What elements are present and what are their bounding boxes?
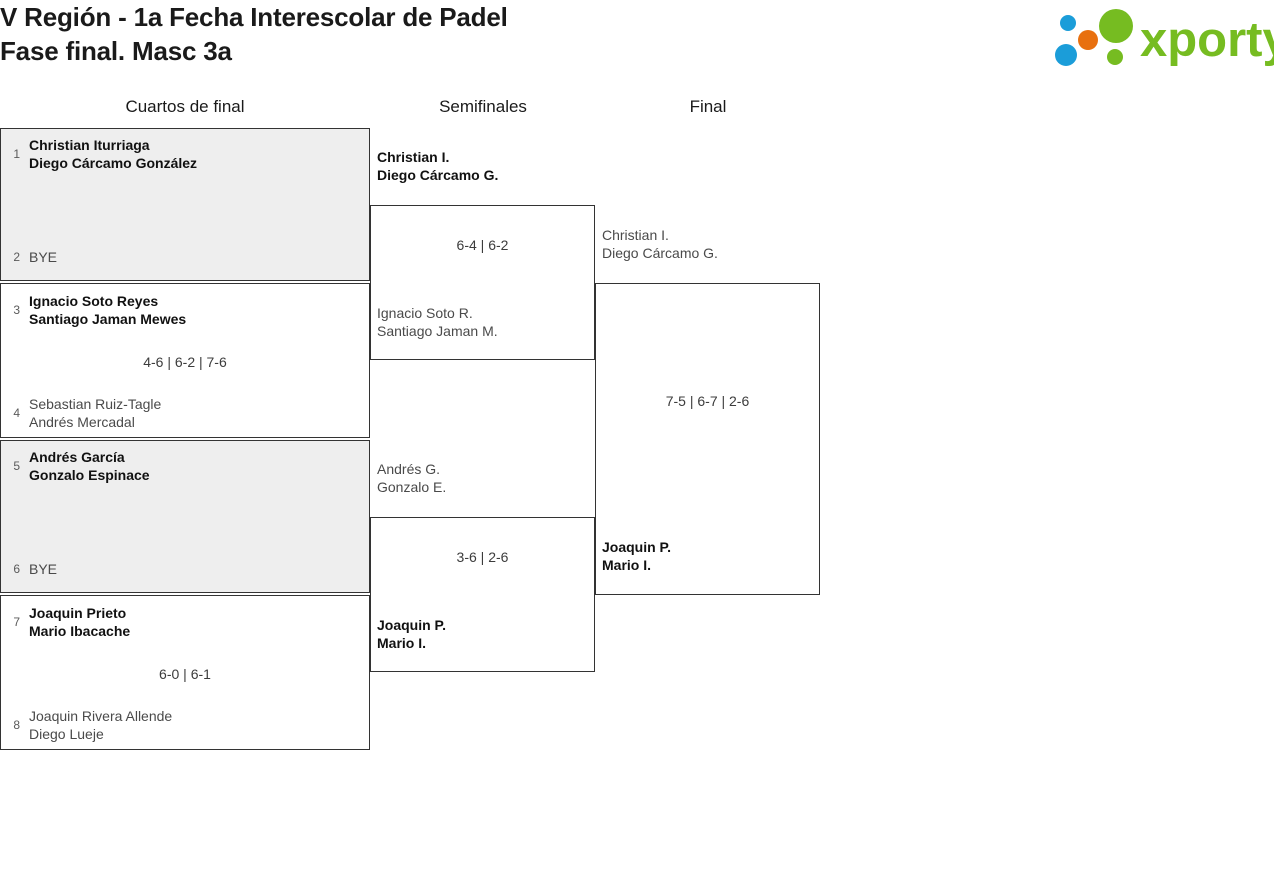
seed-number: 3 bbox=[13, 303, 20, 317]
team-names: BYE bbox=[29, 249, 58, 265]
final-team-top[interactable]: Christian I. Diego Cárcamo G. bbox=[602, 227, 718, 261]
match-box-sf-2[interactable] bbox=[370, 517, 595, 672]
seed-number: 7 bbox=[13, 615, 20, 629]
match-box-qf-3[interactable] bbox=[0, 440, 370, 593]
seed-number: 6 bbox=[13, 562, 20, 576]
qf-4-team-bottom[interactable]: 8 Joaquin Rivera Allende Diego Lueje bbox=[6, 707, 362, 743]
seed-number: 5 bbox=[13, 459, 20, 473]
qf-4-team-top[interactable]: 7 Joaquin Prieto Mario Ibacache bbox=[6, 604, 362, 640]
qf-3-team-top[interactable]: 5 Andrés García Gonzalo Espinace bbox=[6, 448, 362, 484]
seed-number: 8 bbox=[13, 718, 20, 732]
sf-2-team-top[interactable]: Andrés G. Gonzalo E. bbox=[377, 461, 447, 495]
team-names: Joaquin Rivera Allende Diego Lueje bbox=[29, 708, 173, 742]
team-names: Sebastian Ruiz-Tagle Andrés Mercadal bbox=[29, 396, 162, 430]
column-header-quarterfinals: Cuartos de final bbox=[125, 97, 245, 116]
column-header-final: Final bbox=[689, 97, 727, 116]
match-box-qf-1[interactable] bbox=[0, 128, 370, 281]
sf-2-score: 3-6 | 2-6 bbox=[456, 549, 509, 565]
match-box-sf-1[interactable] bbox=[370, 205, 595, 360]
column-header-semifinals: Semifinales bbox=[439, 97, 527, 116]
sf-2-team-bottom[interactable]: Joaquin P. Mario I. bbox=[377, 617, 446, 651]
sf-1-team-bottom[interactable]: Ignacio Soto R. Santiago Jaman M. bbox=[377, 305, 498, 339]
team-names: Andrés García Gonzalo Espinace bbox=[29, 449, 150, 483]
match-box-qf-4[interactable] bbox=[0, 595, 370, 750]
qf-2-team-top[interactable]: 3 Ignacio Soto Reyes Santiago Jaman Mewe… bbox=[6, 292, 362, 328]
qf-1-team-bottom[interactable]: 2 BYE bbox=[6, 248, 362, 266]
xporty-logo: xporty bbox=[1044, 6, 1280, 68]
svg-text:xporty: xporty bbox=[1140, 13, 1274, 67]
team-names: Ignacio Soto Reyes Santiago Jaman Mewes bbox=[29, 293, 187, 327]
final-score: 7-5 | 6-7 | 2-6 bbox=[665, 393, 750, 409]
team-names: Joaquin Prieto Mario Ibacache bbox=[29, 605, 131, 639]
final-team-bottom[interactable]: Joaquin P. Mario I. bbox=[602, 539, 671, 573]
seed-number: 1 bbox=[13, 147, 20, 161]
qf-2-team-bottom[interactable]: 4 Sebastian Ruiz-Tagle Andrés Mercadal bbox=[6, 395, 362, 431]
qf-2-score: 4-6 | 6-2 | 7-6 bbox=[143, 354, 227, 370]
seed-number: 4 bbox=[13, 406, 20, 420]
match-box-final[interactable] bbox=[595, 283, 820, 595]
qf-3-team-bottom[interactable]: 6 BYE bbox=[6, 560, 362, 578]
qf-1-team-top[interactable]: 1 Christian Iturriaga Diego Cárcamo Gonz… bbox=[6, 136, 362, 172]
sf-1-team-top[interactable]: Christian I. Diego Cárcamo G. bbox=[377, 149, 499, 183]
match-box-qf-2[interactable] bbox=[0, 283, 370, 438]
qf-4-score: 6-0 | 6-1 bbox=[159, 666, 211, 682]
seed-number: 2 bbox=[13, 250, 20, 264]
team-names: Christian Iturriaga Diego Cárcamo Gonzál… bbox=[29, 137, 198, 171]
page-title: V Región - 1a Fecha Interescolar de Pade… bbox=[0, 2, 508, 66]
sf-1-score: 6-4 | 6-2 bbox=[456, 237, 509, 253]
team-names: BYE bbox=[29, 561, 58, 577]
